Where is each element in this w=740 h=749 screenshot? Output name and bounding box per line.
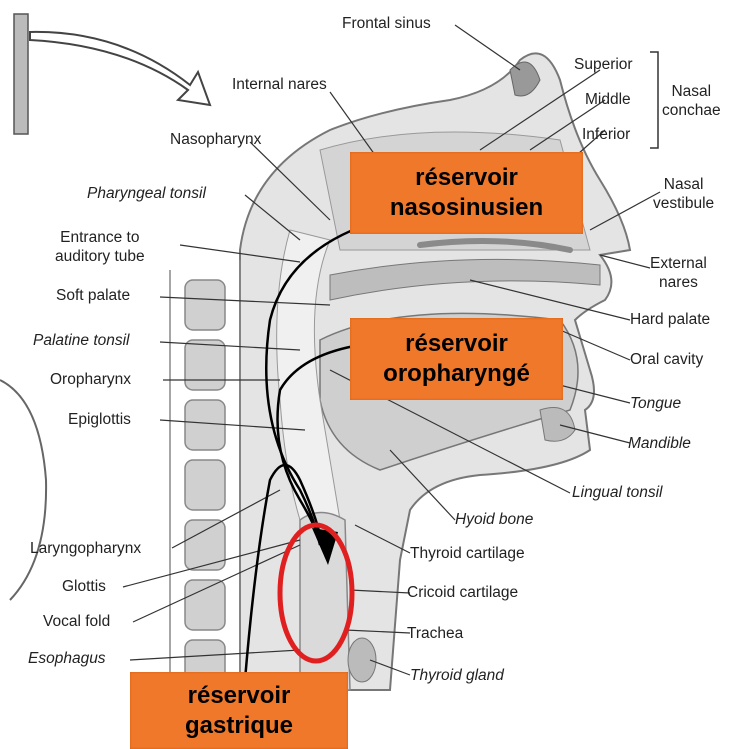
label-external-nares: External nares [650, 254, 707, 293]
reservoir-oropharynge-line2: oropharyngé [383, 359, 530, 389]
left-bar [14, 14, 28, 134]
label-internal-nares: Internal nares [232, 77, 327, 93]
label-thyroid-gland: Thyroid gland [410, 668, 504, 684]
reservoir-gastrique-line1: réservoir [188, 681, 291, 711]
label-nasal-vestibule: Nasal vestibule [653, 175, 714, 214]
label-oral-cavity: Oral cavity [630, 352, 703, 368]
vertebrae [185, 280, 225, 680]
label-frontal-sinus: Frontal sinus [342, 16, 431, 32]
label-esophagus: Esophagus [28, 651, 106, 667]
left-outline [0, 380, 46, 600]
label-hyoid-bone: Hyoid bone [455, 512, 533, 528]
reservoir-oropharynge-line1: réservoir [405, 329, 508, 359]
curved-pointer-arrow [30, 32, 210, 105]
thyroid-gland-shape [348, 638, 376, 682]
label-palatine-tonsil: Palatine tonsil [33, 333, 130, 349]
conchae-bracket [650, 52, 658, 148]
reservoir-nasosinusien-box: réservoir nasosinusien [350, 152, 583, 234]
reservoir-oropharynge-box: réservoir oropharyngé [350, 318, 563, 400]
label-mandible: Mandible [628, 436, 691, 452]
label-trachea: Trachea [407, 626, 463, 642]
label-laryngopharynx: Laryngopharynx [30, 541, 141, 557]
label-lingual-tonsil: Lingual tonsil [572, 485, 662, 501]
label-vocal-fold: Vocal fold [43, 614, 110, 630]
label-middle: Middle [585, 92, 631, 108]
label-superior: Superior [574, 57, 633, 73]
reservoir-gastrique-box: réservoir gastrique [130, 672, 348, 749]
label-soft-palate: Soft palate [56, 288, 130, 304]
reservoir-nasosinusien-line2: nasosinusien [390, 193, 543, 223]
label-inferior: Inferior [582, 127, 630, 143]
label-glottis: Glottis [62, 579, 106, 595]
label-nasal-conchae: Nasal conchae [662, 82, 721, 121]
label-hard-palate: Hard palate [630, 312, 710, 328]
label-pharyngeal-tonsil: Pharyngeal tonsil [87, 186, 206, 202]
label-entrance-auditory-tube: Entrance to auditory tube [55, 228, 145, 267]
label-epiglottis: Epiglottis [68, 412, 131, 428]
reservoir-gastrique-line2: gastrique [185, 711, 293, 741]
label-oropharynx: Oropharynx [50, 372, 131, 388]
reservoir-nasosinusien-line1: réservoir [415, 163, 518, 193]
label-thyroid-cartilage: Thyroid cartilage [410, 546, 525, 562]
label-tongue: Tongue [630, 396, 681, 412]
label-cricoid-cartilage: Cricoid cartilage [407, 585, 518, 601]
label-nasopharynx: Nasopharynx [170, 132, 261, 148]
